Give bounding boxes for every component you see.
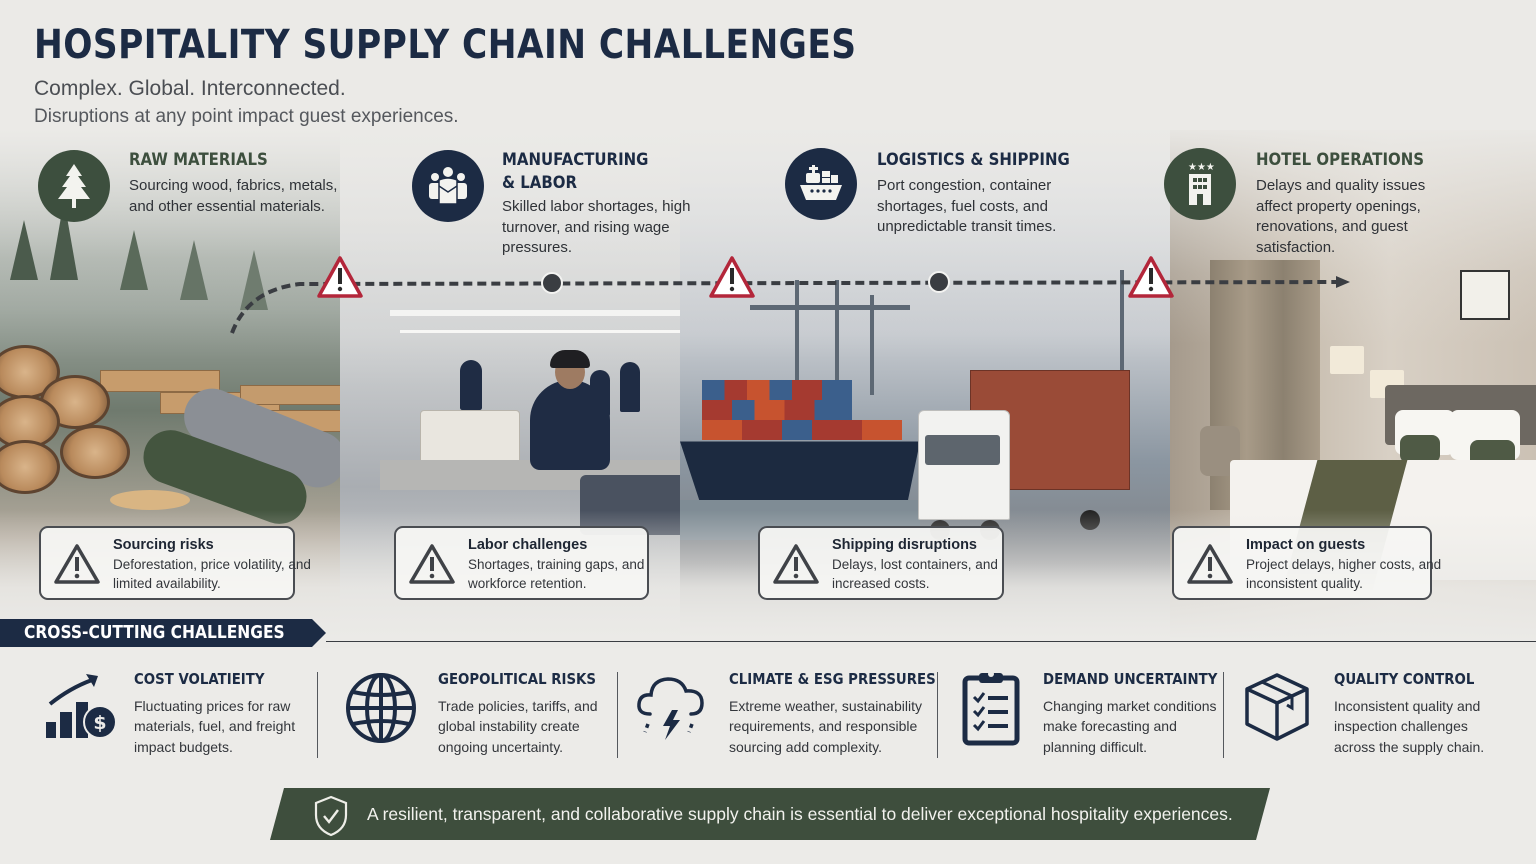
callout-text: Shortages, training gaps, and workforce … bbox=[468, 557, 645, 591]
globe-icon bbox=[346, 673, 416, 743]
cross-cutting-banner bbox=[0, 619, 326, 647]
callout-text: Delays, lost containers, and increased c… bbox=[832, 557, 998, 591]
callout-labor-challenges: Labor challenges Shortages, training gap… bbox=[394, 526, 649, 600]
callout-title: Impact on guests bbox=[1246, 537, 1366, 553]
footer-banner bbox=[270, 788, 1270, 840]
divider bbox=[617, 672, 618, 758]
challenge-text: Changing market conditions make forecast… bbox=[1043, 698, 1217, 755]
challenge-text: Fluctuating prices for raw materials, fu… bbox=[134, 698, 296, 755]
stage-description: Port congestion, container shortages, fu… bbox=[877, 177, 1057, 235]
challenge-text: Trade policies, tariffs, and global inst… bbox=[438, 698, 598, 755]
challenge-title: GEOPOLITICAL RISKS bbox=[438, 670, 596, 688]
warning-icon bbox=[409, 544, 455, 584]
storm-cloud-icon bbox=[637, 677, 704, 740]
pine-tree-icon bbox=[38, 150, 110, 222]
cargo-ship-icon bbox=[785, 148, 857, 220]
subtitle: Complex. Global. Interconnected. bbox=[34, 77, 346, 100]
tagline: Disruptions at any point impact guest ex… bbox=[34, 106, 459, 127]
callout-impact-on-guests: Impact on guests Project delays, higher … bbox=[1172, 526, 1441, 600]
challenge-title: CLIMATE & ESG PRESSURES bbox=[729, 670, 936, 688]
callout-text: Project delays, higher costs, and incons… bbox=[1246, 557, 1442, 591]
divider bbox=[326, 641, 1536, 642]
callout-shipping-disruptions: Shipping disruptions Delays, lost contai… bbox=[758, 526, 1004, 600]
divider bbox=[937, 672, 938, 758]
challenge-title: DEMAND UNCERTAINTY bbox=[1043, 670, 1218, 688]
warning-icon bbox=[1187, 544, 1233, 584]
warning-icon bbox=[54, 544, 100, 584]
stage-title: LOGISTICS & SHIPPING bbox=[877, 150, 1070, 170]
divider bbox=[1223, 672, 1224, 758]
challenge-text: Inconsistent quality and inspection chal… bbox=[1334, 698, 1485, 755]
clipboard-checklist-icon bbox=[962, 671, 1020, 746]
cross-cutting-heading: CROSS-CUTTING CHALLENGES bbox=[24, 622, 285, 643]
callout-title: Shipping disruptions bbox=[832, 537, 977, 553]
shield-check-icon bbox=[314, 795, 348, 837]
callout-title: Labor challenges bbox=[468, 537, 588, 553]
package-box-icon bbox=[1245, 673, 1309, 741]
rising-cost-chart-icon: $ bbox=[46, 674, 117, 739]
divider bbox=[317, 672, 318, 758]
footer-message: A resilient, transparent, and collaborat… bbox=[367, 804, 1233, 824]
callout-sourcing-risks: Sourcing risks Deforestation, price vola… bbox=[39, 526, 311, 600]
workers-group-icon bbox=[412, 150, 484, 222]
stage-title: RAW MATERIALS bbox=[129, 150, 268, 170]
page-title: HOSPITALITY SUPPLY CHAIN CHALLENGES bbox=[34, 22, 857, 68]
challenge-title: COST VOLATIEITY bbox=[134, 670, 265, 688]
svg-text:$: $ bbox=[93, 712, 106, 734]
hotel-building-icon: ★★★ bbox=[1164, 148, 1236, 220]
stage-title-line2: & LABOR bbox=[502, 173, 578, 193]
challenge-title: QUALITY CONTROL bbox=[1334, 670, 1475, 688]
warning-icon bbox=[773, 544, 819, 584]
stage-description: Skilled labor shortages, high turnover, … bbox=[502, 198, 691, 256]
callout-text: Deforestation, price volatility, and lim… bbox=[113, 557, 311, 591]
stage-title: HOTEL OPERATIONS bbox=[1256, 150, 1425, 170]
stage-description: Delays and quality issues affect propert… bbox=[1256, 177, 1426, 256]
svg-text:★★★: ★★★ bbox=[1188, 162, 1215, 173]
callout-title: Sourcing risks bbox=[113, 537, 214, 553]
stage-title-line1: MANUFACTURING bbox=[502, 150, 649, 170]
challenge-text: Extreme weather, sustainability requirem… bbox=[729, 698, 922, 755]
stage-description: Sourcing wood, fabrics, metals, and othe… bbox=[129, 177, 338, 215]
